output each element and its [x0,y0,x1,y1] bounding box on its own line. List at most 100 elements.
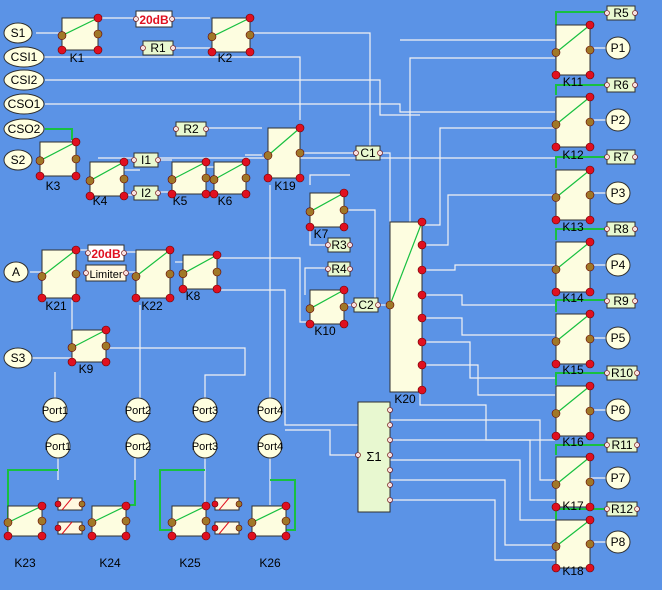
label-text: R1 [150,41,166,55]
output-p4[interactable]: P4 [605,253,631,277]
switch-k10[interactable]: K10 [309,289,345,338]
label-r11[interactable]: R11 [606,437,638,453]
port-port1b[interactable]: Port1 [45,433,71,459]
label-c1[interactable]: C1 [355,145,381,161]
switch-k5[interactable]: K5 [171,161,207,208]
switch-k3[interactable]: K3 [39,141,77,193]
switch-label: K20 [394,392,416,406]
source-cso2[interactable]: CSO2 [3,118,45,140]
green-link-13 [270,479,296,531]
label-r1[interactable]: R1 [142,40,174,56]
label-r5[interactable]: R5 [606,5,636,21]
switch-k21[interactable]: K21 [41,249,77,313]
label-20db_1[interactable]: 20dB [135,10,173,28]
terminal-dot [121,531,131,541]
label-i2[interactable]: I2 [133,185,159,201]
terminal-dot [417,337,427,347]
port-port1a[interactable]: Port1 [42,397,68,423]
label-r2[interactable]: R2 [175,121,207,137]
label-20db_2[interactable]: 20dB [87,244,125,262]
port-port3b[interactable]: Port3 [192,433,218,459]
switch-k13[interactable]: K13 [555,169,591,234]
port-port4a[interactable]: Port4 [257,397,283,423]
green-link-3 [555,84,607,95]
switch-label: K6 [218,194,233,208]
wire-40 [420,127,555,226]
switch-label: K2 [218,51,233,65]
output-p2[interactable]: P2 [605,108,631,132]
label-limiter[interactable]: Limiter [85,264,127,282]
terminal-dot [71,154,81,164]
label-r7[interactable]: R7 [606,149,636,165]
terminal-dot [305,207,315,216]
source-s3[interactable]: S3 [3,347,33,369]
label-r8[interactable]: R8 [606,221,636,237]
terminal-dot [305,304,315,314]
source-s1[interactable]: S1 [3,22,33,44]
output-label: P4 [611,258,626,272]
switch-k7[interactable]: K7 [309,192,345,241]
label-c2[interactable]: C2 [353,297,379,313]
switch-k2[interactable]: K2 [211,17,251,65]
port-port4b[interactable]: Port4 [257,433,283,459]
wire-44 [420,317,555,336]
output-p5[interactable]: P5 [605,326,631,350]
connector-dot [632,298,638,304]
switch-k23[interactable]: K23 [7,505,43,570]
terminal-dot [201,157,211,167]
connector-dot [604,82,610,88]
switch-k14[interactable]: K14 [555,241,591,305]
label-r6[interactable]: R6 [606,77,636,93]
label-i1[interactable]: I1 [133,152,159,168]
label-r9[interactable]: R9 [606,293,636,309]
switch-k16[interactable]: K16 [555,385,591,449]
switch-k1[interactable]: K1 [61,17,99,65]
switch-k8[interactable]: K8 [182,254,218,303]
source-label: S1 [11,26,26,40]
wire-21 [345,209,376,300]
terminal-dot [212,267,222,277]
terminal-dot [295,173,305,183]
switch-k12[interactable]: K12 [555,96,591,162]
terminal-dot [585,381,595,391]
source-cso1[interactable]: CSO1 [3,93,45,115]
label-r10[interactable]: R10 [606,365,638,381]
output-p3[interactable]: P3 [605,181,631,205]
label-r12[interactable]: R12 [606,501,638,517]
terminal-dot [235,524,243,532]
port-port3a[interactable]: Port3 [192,397,218,423]
switch-k24[interactable]: K24 [91,505,127,570]
output-p8[interactable]: P8 [605,530,631,554]
switch-k15[interactable]: K15 [555,313,591,377]
output-p6[interactable]: P6 [605,398,631,422]
output-p7[interactable]: P7 [605,466,631,490]
switch-k19[interactable]: K19 [267,127,301,193]
source-label: CSI1 [11,50,38,64]
switch-k26[interactable]: K26 [251,505,287,570]
switch-k11[interactable]: K11 [555,24,591,89]
summer-sigma1[interactable]: Σ1 [357,401,391,513]
switch-k17[interactable]: K17 [555,456,591,513]
wire-6 [43,56,301,120]
connector-dot [155,190,161,196]
port-label: Port1 [45,441,71,453]
connector-dot [604,370,610,376]
terminal-dot [87,518,97,527]
label-r3[interactable]: R3 [327,237,351,253]
source-a[interactable]: A [3,261,29,283]
switch-k25[interactable]: K25 [171,505,207,570]
label-r4[interactable]: R4 [327,261,351,277]
port-port2b[interactable]: Port2 [125,433,151,459]
switch-k18[interactable]: K18 [555,519,591,578]
switch-k6[interactable]: K6 [213,161,247,208]
port-port2a[interactable]: Port2 [125,397,151,423]
source-s2[interactable]: S2 [3,149,33,171]
source-csi2[interactable]: CSI2 [3,69,45,91]
output-p1[interactable]: P1 [605,36,631,60]
label-text: R12 [611,502,633,516]
switch-k4[interactable]: K4 [89,161,125,208]
switch-k9[interactable]: K9 [71,329,107,376]
source-csi1[interactable]: CSI1 [3,46,45,68]
switch-k22[interactable]: K22 [135,249,171,313]
switch-k20[interactable]: K20 [389,221,423,406]
